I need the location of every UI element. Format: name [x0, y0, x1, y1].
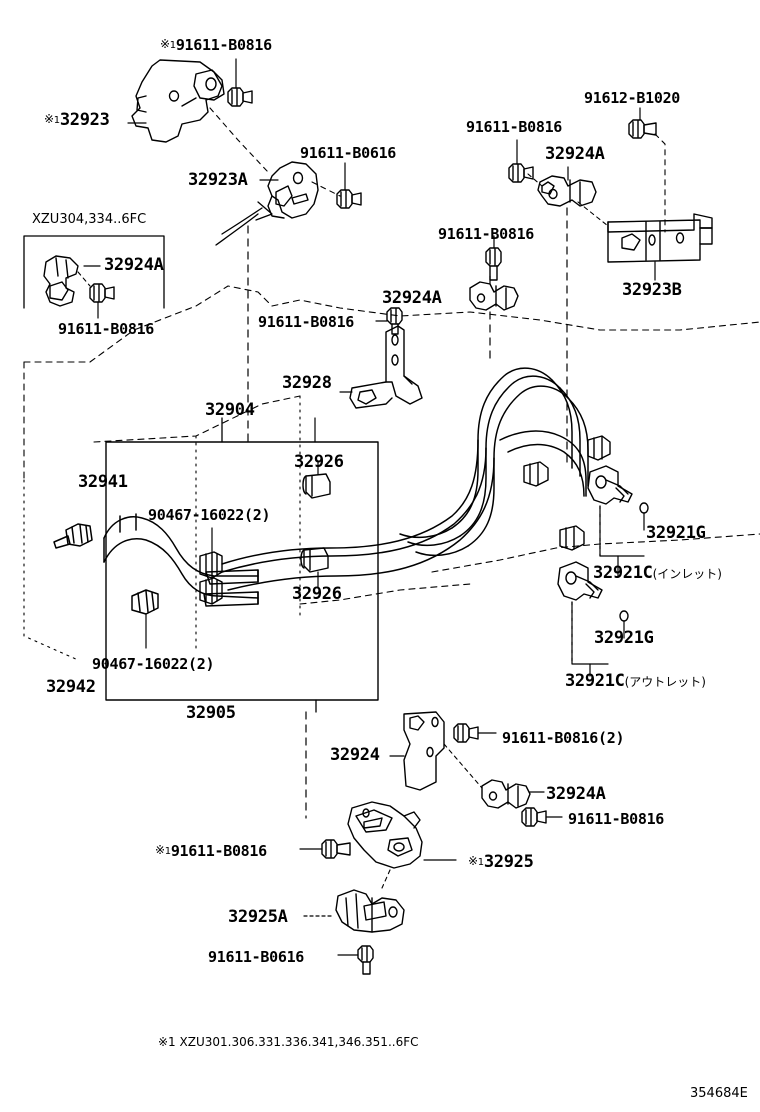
part-32923-shape [131, 59, 225, 143]
label-32924a-mid: 32924A [382, 288, 442, 308]
label-91611-b0616-bottom: 91611-B0616 [208, 948, 305, 966]
footnote-note1: ※1 XZU301.306.331.336.341,346.351..6FC [158, 1035, 419, 1049]
part-32921c-inlet-shape [587, 465, 633, 505]
label-91611-b0816-left: 91611-B0816 [58, 320, 155, 338]
label-32921g-lower: 32921G [594, 628, 654, 648]
bolt-91611-b0816-tr1-shape [508, 163, 534, 183]
bolt-91611-b0816-mid-shape [485, 247, 502, 281]
label-32923a: 32923A [188, 170, 248, 190]
label-32925a: 32925A [228, 907, 288, 927]
bolt-91611-b0616-top-shape [336, 189, 362, 209]
label-90467-bottom: 90467-16022(2) [92, 655, 215, 673]
tube-fitting-lower-shape [559, 525, 585, 551]
part-32921g-upper-shape [639, 502, 649, 514]
label-32941: 32941 [78, 472, 128, 492]
label-91611-b0816-2x: 91611-B0816(2) [502, 729, 625, 747]
part-32928-shape [349, 325, 423, 409]
assembly-box-32905 [105, 441, 379, 701]
part-32923b-shape [607, 213, 713, 263]
label-91611-b0616-top: 91611-B0616 [300, 144, 397, 162]
part-32921c-outlet-shape [557, 561, 603, 601]
label-32926-top: 32926 [294, 452, 344, 472]
asterisk-mark-icon: ※1 [44, 112, 60, 126]
label-32923b: 32923B [622, 280, 682, 300]
label-32926-bottom: 32926 [292, 584, 342, 604]
label-32923: ※132923 [44, 110, 110, 130]
bolt-91611-b0816-br-shape [521, 807, 547, 827]
part-32924a-left-shape [43, 255, 79, 307]
bolt-91611-b0816-top-shape [227, 87, 253, 107]
reference-arrow [215, 201, 273, 246]
drawing-number: 354684E [690, 1086, 748, 1101]
group-box-frame [23, 235, 165, 309]
part-32924a-mid-shape [469, 281, 519, 311]
assembly-guides [247, 207, 568, 819]
label-91611-b0816-bl: ※191611-B0816 [155, 842, 267, 860]
part-32924-shape [403, 711, 445, 791]
part-32926-bottom-shape [300, 547, 329, 573]
part-32925a-shape [335, 889, 405, 933]
part-32925-shape [347, 801, 423, 869]
bolt-91611-b0816-bl-shape [321, 839, 351, 859]
asterisk-mark-icon: ※1 [160, 37, 176, 51]
label-91611-b0816-br: 91611-B0816 [568, 810, 665, 828]
part-32926-top-shape [302, 473, 331, 499]
part-32923a-shape [267, 161, 319, 219]
asterisk-mark-icon: ※1 [468, 854, 484, 868]
label-32924a-topright: 32924A [545, 144, 605, 164]
label-91612-b1020: 91612-B1020 [584, 89, 681, 107]
vehicle-outline-phantom [23, 285, 760, 605]
label-32924: 32924 [330, 745, 380, 765]
tube-fitting-mid-shape [587, 435, 611, 461]
label-91611-b0816-top: ※191611-B0816 [160, 36, 272, 54]
label-91611-b0816-tr1: 91611-B0816 [466, 118, 563, 136]
asterisk-mark-icon: ※1 [155, 843, 171, 857]
label-group-box-caption: XZU304,334..6FC [32, 212, 147, 227]
label-32921c-outlet: 32921C(アウトレット) [565, 671, 706, 691]
label-91611-b0816-tr2: 91611-B0816 [438, 225, 535, 243]
label-32921c-inlet: 32921C(インレット) [593, 563, 722, 583]
label-32925: ※132925 [468, 852, 534, 872]
bolt-91611-b0616-bottom-shape [357, 945, 374, 975]
part-32921g-lower-shape [619, 610, 629, 622]
part-32924a-bottomright-shape [481, 779, 531, 809]
label-90467-top: 90467-16022(2) [148, 506, 271, 524]
bolt-91611-b0816-2x-shape [453, 723, 479, 743]
label-32921g-upper: 32921G [646, 523, 706, 543]
vehicle-outline-dotted [23, 395, 301, 661]
label-32924a-bottomright: 32924A [546, 784, 606, 804]
label-91611-b0816-mid: 91611-B0816 [258, 313, 355, 331]
bolt-91611-b0816-left-shape [89, 283, 115, 303]
label-32924a-left: 32924A [104, 255, 164, 275]
label-32928: 32928 [282, 373, 332, 393]
part-32924a-topright-shape [537, 175, 597, 207]
label-32942: 32942 [46, 677, 96, 697]
clamp-90467-lower-shape [199, 577, 223, 605]
bolt-91612-b1020-shape [628, 119, 657, 139]
label-32904: 32904 [205, 400, 255, 420]
tube-fitting-upper-shape [523, 461, 549, 487]
hose-32941-shape [53, 513, 259, 615]
bolt-91611-b0816-32928-shape [386, 307, 403, 335]
label-32905: 32905 [186, 703, 236, 723]
